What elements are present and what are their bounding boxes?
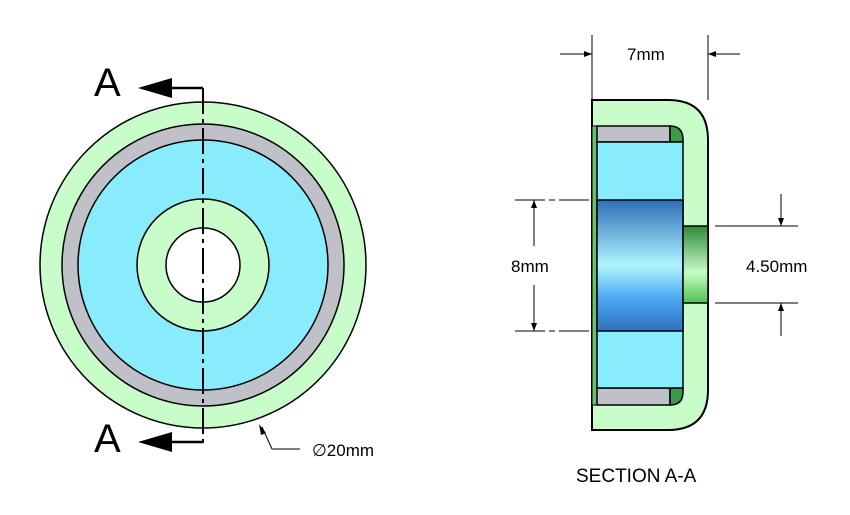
section-letter-bottom: A: [94, 417, 121, 461]
hole-dimension-label: 4.50mm: [746, 257, 807, 276]
front-view: A A ∅20mm: [39, 61, 374, 461]
section-title: SECTION A-A: [576, 466, 697, 487]
section-view: 7mm 8mm 4.50mm SECTION A-A: [511, 35, 807, 487]
diameter-label: ∅20mm: [312, 441, 374, 460]
section-arrow-bottom: [138, 432, 172, 452]
magnet-core: [596, 199, 684, 332]
width-dimension-label: 7mm: [627, 45, 665, 64]
plug: [682, 225, 709, 304]
section-letter-top: A: [94, 61, 121, 105]
steel-ring-top: [596, 125, 671, 143]
diameter-leader: [261, 426, 300, 450]
steel-ring-bottom: [596, 387, 671, 406]
section-arrow-top: [138, 78, 172, 98]
magnet-height-label: 8mm: [511, 257, 549, 276]
